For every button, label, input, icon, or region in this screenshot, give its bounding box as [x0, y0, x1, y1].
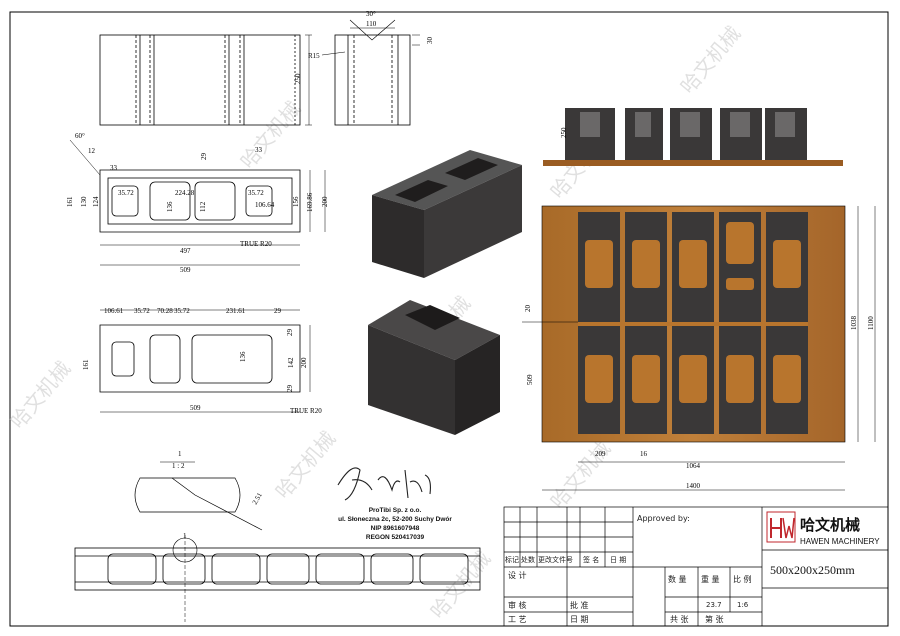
date-label: 日 期 [570, 615, 589, 624]
dim-pallet-20: 20 [524, 305, 532, 313]
spec-dimensions: 500x200x250mm [770, 563, 855, 577]
detail-bubble: 1 [183, 532, 187, 540]
craft-label: 工 艺 [508, 615, 527, 624]
dim-29b: 29 [274, 307, 282, 315]
dim-angle-60: 60° [75, 132, 85, 140]
pallet-top-view [522, 205, 876, 491]
logo-chinese: 哈文机械 [800, 516, 860, 534]
logo-english: HAWEN MACHINERY [800, 537, 880, 546]
approved-by-label: Approved by: [637, 514, 690, 523]
title-block [503, 506, 889, 627]
svg-text:哈文机械: 哈文机械 [5, 357, 75, 434]
dim-true-r20b: TRUE R20 [290, 407, 322, 415]
dim-30: 30 [426, 37, 434, 45]
block-3d-bottom [368, 300, 500, 435]
front-view [99, 34, 312, 126]
pallet-side-view [543, 108, 843, 166]
dim-231-61: 231.61 [226, 307, 246, 315]
svg-text:哈文机械: 哈文机械 [675, 22, 745, 99]
dim-pallet-1100: 1100 [867, 316, 875, 330]
dim-29: 29 [200, 153, 208, 161]
dim-29c: 29 [286, 329, 294, 337]
dim-106-61: 106.61 [104, 307, 124, 315]
rev-col-count: 处数 [521, 555, 535, 564]
ratio-label: 比 例 [733, 574, 752, 584]
design-label: 设 计 [508, 570, 527, 580]
rev-col-sign: 签 名 [583, 555, 599, 564]
rev-col-docno: 更改文件号 [538, 555, 573, 564]
dim-70-28: 70.28 [157, 307, 173, 315]
top-section-view [69, 139, 326, 266]
sheet-border [9, 11, 889, 627]
long-row-view [74, 535, 481, 622]
dim-29d: 29 [286, 385, 294, 393]
dim-front-height: 250 [294, 73, 302, 84]
svg-text:哈文机械: 哈文机械 [425, 547, 495, 624]
signature [337, 467, 431, 501]
dim-pallet-509: 509 [526, 374, 534, 385]
dim-509b: 509 [190, 404, 201, 412]
dim-124: 124 [92, 196, 100, 207]
dim-106-64: 106.64 [255, 201, 275, 209]
svg-text:哈文机械: 哈文机械 [270, 427, 340, 504]
stamp-nip: NIP 8961607948 [371, 525, 420, 532]
qty-label: 数 量 [668, 574, 687, 584]
dim-side-250: 250 [560, 127, 568, 138]
svg-text:哈文机械: 哈文机械 [545, 437, 615, 514]
weight-label: 重 量 [701, 574, 720, 584]
detail-label: 1 [178, 450, 182, 458]
dim-35-72b: 35.72 [248, 189, 264, 197]
dim-169-86: 169.86 [306, 192, 314, 212]
dim-136b: 136 [239, 351, 247, 362]
dim-142: 142 [287, 357, 295, 368]
block-3d-top [372, 150, 522, 278]
stamp-regon: REGON 520417039 [366, 534, 425, 541]
dim-true-r20a: TRUE R20 [240, 240, 272, 248]
dim-35-72a: 35.72 [118, 189, 134, 197]
dim-156: 156 [292, 196, 300, 207]
dim-110: 110 [366, 20, 377, 28]
dim-pallet-1064: 1064 [686, 462, 701, 470]
bottom-section-view [99, 309, 311, 413]
end-view [321, 19, 420, 126]
dim-136: 136 [166, 201, 174, 212]
dim-2-51: 2.51 [251, 491, 264, 506]
stamp-company: ProTibi Sp. z o.o. [369, 507, 422, 514]
stamp-address: ul. Słoneczna 2c, 52-200 Suchy Dwór [338, 516, 452, 523]
detail-view [134, 461, 263, 531]
check-label: 审 核 [508, 600, 527, 610]
dim-35-72d: 35.72 [174, 307, 190, 315]
dim-pallet-1400: 1400 [686, 482, 701, 490]
total-sheets-label: 共 张 [670, 615, 689, 624]
dim-497: 497 [180, 247, 191, 255]
dim-r15: R15 [308, 52, 320, 60]
dim-200: 200 [321, 196, 329, 207]
approve-label: 批 准 [570, 600, 589, 610]
sheet-number-label: 第 张 [705, 614, 724, 624]
dim-161: 161 [66, 196, 74, 207]
dim-224-28: 224.28 [175, 189, 195, 197]
dim-pallet-1038: 1038 [850, 316, 858, 331]
dim-12: 12 [88, 147, 96, 155]
dim-33a: 33 [110, 164, 118, 172]
dim-pallet-209: 209 [595, 450, 606, 458]
dim-509a: 509 [180, 266, 191, 274]
hw-logo-icon [766, 511, 796, 543]
rev-col-date: 日 期 [610, 556, 626, 564]
dim-112: 112 [199, 201, 207, 212]
rev-col-mark: 标记 [505, 555, 519, 564]
detail-scale: 1 : 2 [172, 462, 185, 470]
dim-161b: 161 [82, 359, 90, 370]
ratio-value: 1:6 [737, 601, 749, 609]
dim-pallet-16: 16 [640, 450, 648, 458]
dim-angle-30: 30° [366, 10, 376, 18]
weight-value: 23.7 [706, 601, 722, 609]
dim-35-72c: 35.72 [134, 307, 150, 315]
dim-33b: 33 [255, 146, 263, 154]
dim-200b: 200 [300, 357, 308, 368]
dim-130: 130 [80, 196, 88, 207]
